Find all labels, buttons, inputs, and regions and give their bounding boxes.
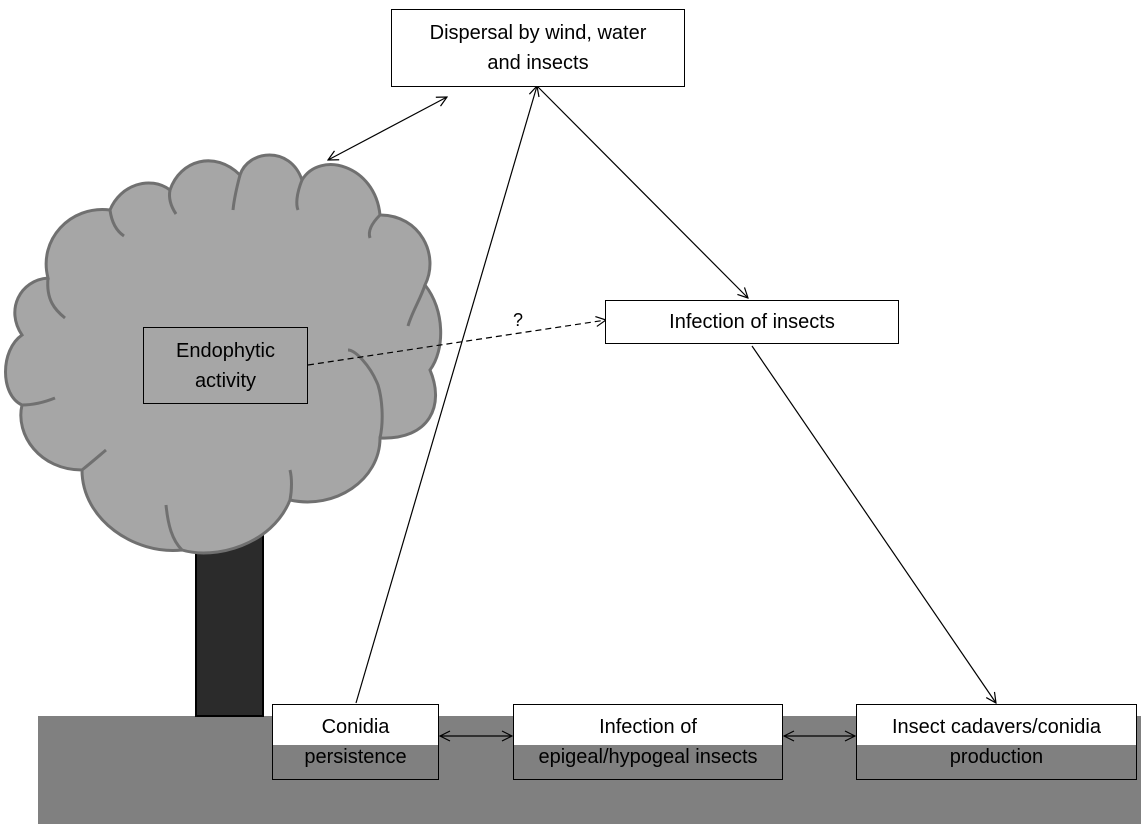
edge-tree-dispersal <box>328 97 447 160</box>
node-dispersal: Dispersal by wind, water and insects <box>391 9 685 87</box>
unknown-link-label: ? <box>513 310 524 330</box>
node-infection-epigeal-hypogeal: Infection of epigeal/hypogeal insects <box>513 704 783 780</box>
node-insect-cadavers: Insect cadavers/conidia production <box>856 704 1137 780</box>
edge-dispersal-infection <box>536 85 748 298</box>
canopy-folds <box>21 174 427 552</box>
edge-persistence-dispersal <box>355 86 537 704</box>
node-endophytic-activity: Endophytic activity <box>143 327 308 404</box>
tree-canopy-icon <box>4 153 443 555</box>
node-infection-of-insects: Infection of insects <box>605 300 899 344</box>
edge-endophytic-infection <box>307 320 606 366</box>
edge-infection-cadavers <box>751 345 996 703</box>
node-conidia-persistence: Conidia persistence <box>272 704 439 780</box>
